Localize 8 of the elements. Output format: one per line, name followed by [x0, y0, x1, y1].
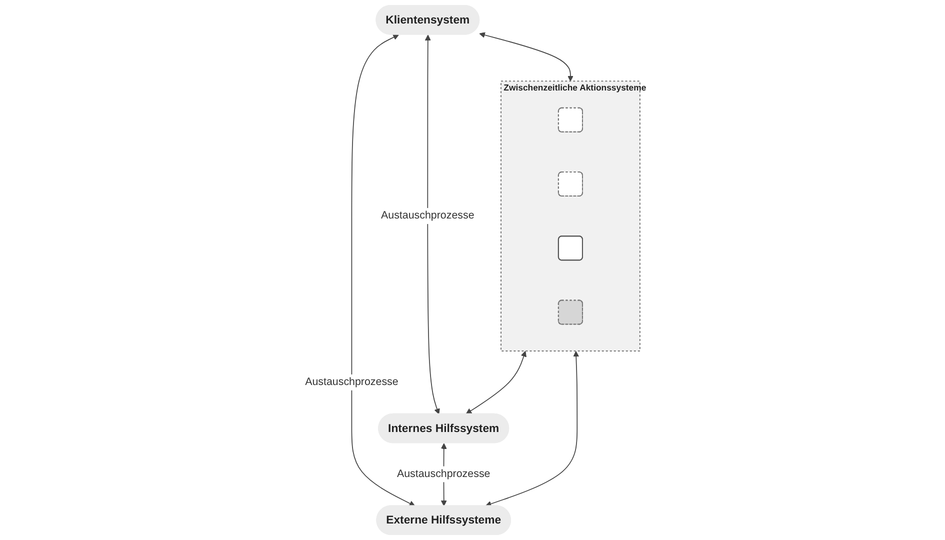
arrow: [424, 34, 440, 414]
edge-label: Austauschprozesse: [305, 376, 398, 388]
arrow: [479, 32, 574, 82]
arrow: [351, 34, 416, 506]
edge-label: Austauschprozesse: [396, 468, 490, 480]
arrow: [486, 350, 580, 507]
arrow: [466, 350, 526, 414]
edge-label: Austauschprozesse: [381, 210, 474, 222]
